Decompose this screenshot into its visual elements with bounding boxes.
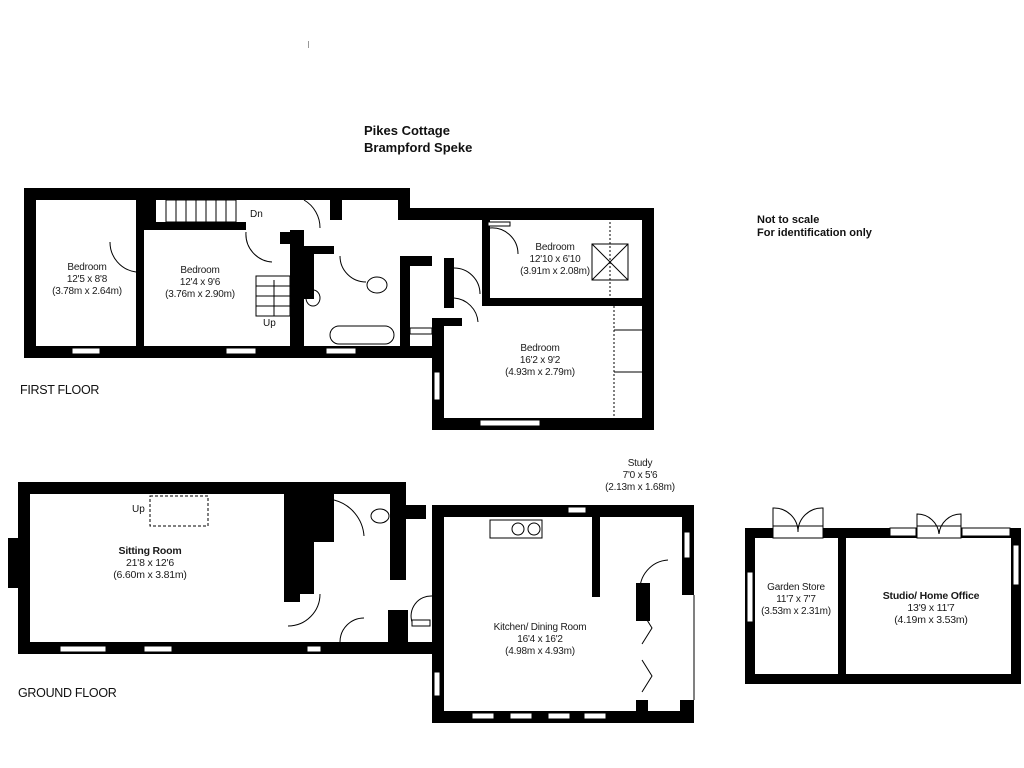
scale-note: Not to scale For identification only [757, 214, 872, 240]
stairs-up-label-ground: Up [132, 504, 145, 515]
room-label-bedroom-3: Bedroom 12'10 x 6'10 (3.91m x 2.08m) [520, 242, 590, 277]
room-label-bedroom-4: Bedroom 16'2 x 9'2 (4.93m x 2.79m) [505, 343, 575, 378]
scale-note-line2: For identification only [757, 227, 872, 239]
room-label-bedroom-1: Bedroom 12'5 x 8'8 (3.78m x 2.64m) [52, 262, 122, 297]
property-location: Brampford Speke [364, 140, 473, 155]
ground-floor-label: GROUND FLOOR [18, 686, 117, 700]
room-label-bedroom-2: Bedroom 12'4 x 9'6 (3.76m x 2.90m) [165, 265, 235, 300]
outbuilding-details [746, 507, 1020, 623]
stairs-down-label: Dn [250, 209, 263, 220]
scale-note-line1: Not to scale [757, 214, 820, 226]
property-title: Pikes Cottage Brampford Speke [364, 122, 472, 156]
room-label-studio-home-office: Studio/ Home Office 13'9 x 11'7 (4.19m x… [882, 590, 980, 626]
ground-floor-details [59, 495, 695, 720]
first-floor-plan [24, 188, 654, 430]
first-floor-details [71, 199, 642, 427]
room-label-sitting-room: Sitting Room 21'8 x 12'6 (6.60m x 3.81m) [113, 545, 187, 581]
first-floor-label: FIRST FLOOR [20, 383, 100, 397]
property-name: Pikes Cottage [364, 123, 450, 138]
room-label-study: Study 7'0 x 5'6 (2.13m x 1.68m) [605, 458, 675, 493]
stairs-up-label-first: Up [263, 318, 276, 329]
room-label-kitchen-dining: Kitchen/ Dining Room 16'4 x 16'2 (4.98m … [493, 622, 587, 657]
room-label-garden-store: Garden Store 11'7 x 7'7 (3.53m x 2.31m) [761, 582, 831, 617]
